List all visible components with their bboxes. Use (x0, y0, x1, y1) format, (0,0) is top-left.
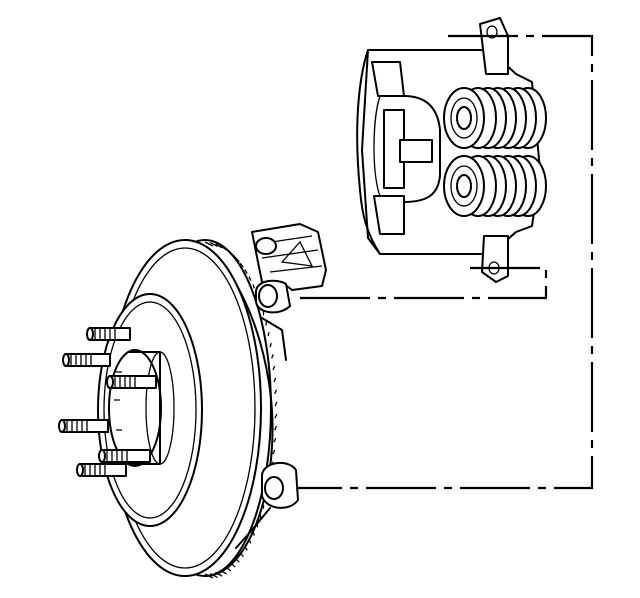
rotor-vane (271, 354, 274, 359)
wheel-stud (58, 419, 109, 433)
caliper-pistons (443, 87, 547, 217)
leader-line-lower (292, 266, 548, 300)
rotor-vane (230, 252, 236, 258)
wheel-stud (98, 449, 151, 463)
wheel-stud (62, 353, 111, 367)
rotor-vane (267, 331, 270, 337)
rotor-vane (274, 413, 278, 419)
rotor-vane (235, 257, 240, 263)
rotor-vane (274, 425, 278, 431)
caliper-piston (443, 155, 547, 217)
rotor-vane (220, 245, 227, 251)
rotor-vane (204, 241, 214, 247)
leader-line-upper (296, 34, 594, 490)
caliper-piston (443, 87, 547, 149)
rotor-vane (209, 241, 218, 248)
rotor-vane (209, 572, 218, 579)
rotor-vane (273, 437, 277, 443)
rotor-vane (252, 531, 255, 536)
rotor-vane (244, 546, 248, 551)
wheel-stud (86, 327, 131, 341)
rotor-vane (204, 573, 214, 579)
leader-lines (292, 34, 594, 490)
rotor-vane (244, 269, 248, 274)
rotor-vane (239, 262, 244, 268)
wheel-studs (58, 327, 157, 477)
rotor-vane (225, 248, 232, 254)
rotor-vane (274, 389, 278, 395)
caliper-mounting-bracket (235, 223, 327, 549)
rotor-vane (235, 557, 240, 563)
rotor-vane (272, 365, 276, 371)
rotor-vane (248, 539, 252, 544)
rotor-vane (269, 342, 272, 348)
wheel-stud (106, 375, 157, 389)
rotor-vane (215, 243, 223, 249)
rotor-vane (225, 566, 232, 572)
rotor-vane (272, 449, 276, 455)
rotor-vane (265, 321, 268, 326)
rotor-cooling-vanes (204, 241, 278, 579)
rotor-vane (230, 562, 236, 568)
brake-caliper (356, 17, 541, 283)
wheel-stud (76, 463, 127, 477)
rotor-vane (273, 377, 277, 383)
rotor-vane (239, 552, 244, 558)
rotor-vane (220, 569, 227, 575)
rotor-vane (252, 284, 255, 289)
rotor-vane (274, 401, 278, 407)
rotor-vane (248, 276, 252, 281)
rotor-vane (215, 571, 223, 577)
